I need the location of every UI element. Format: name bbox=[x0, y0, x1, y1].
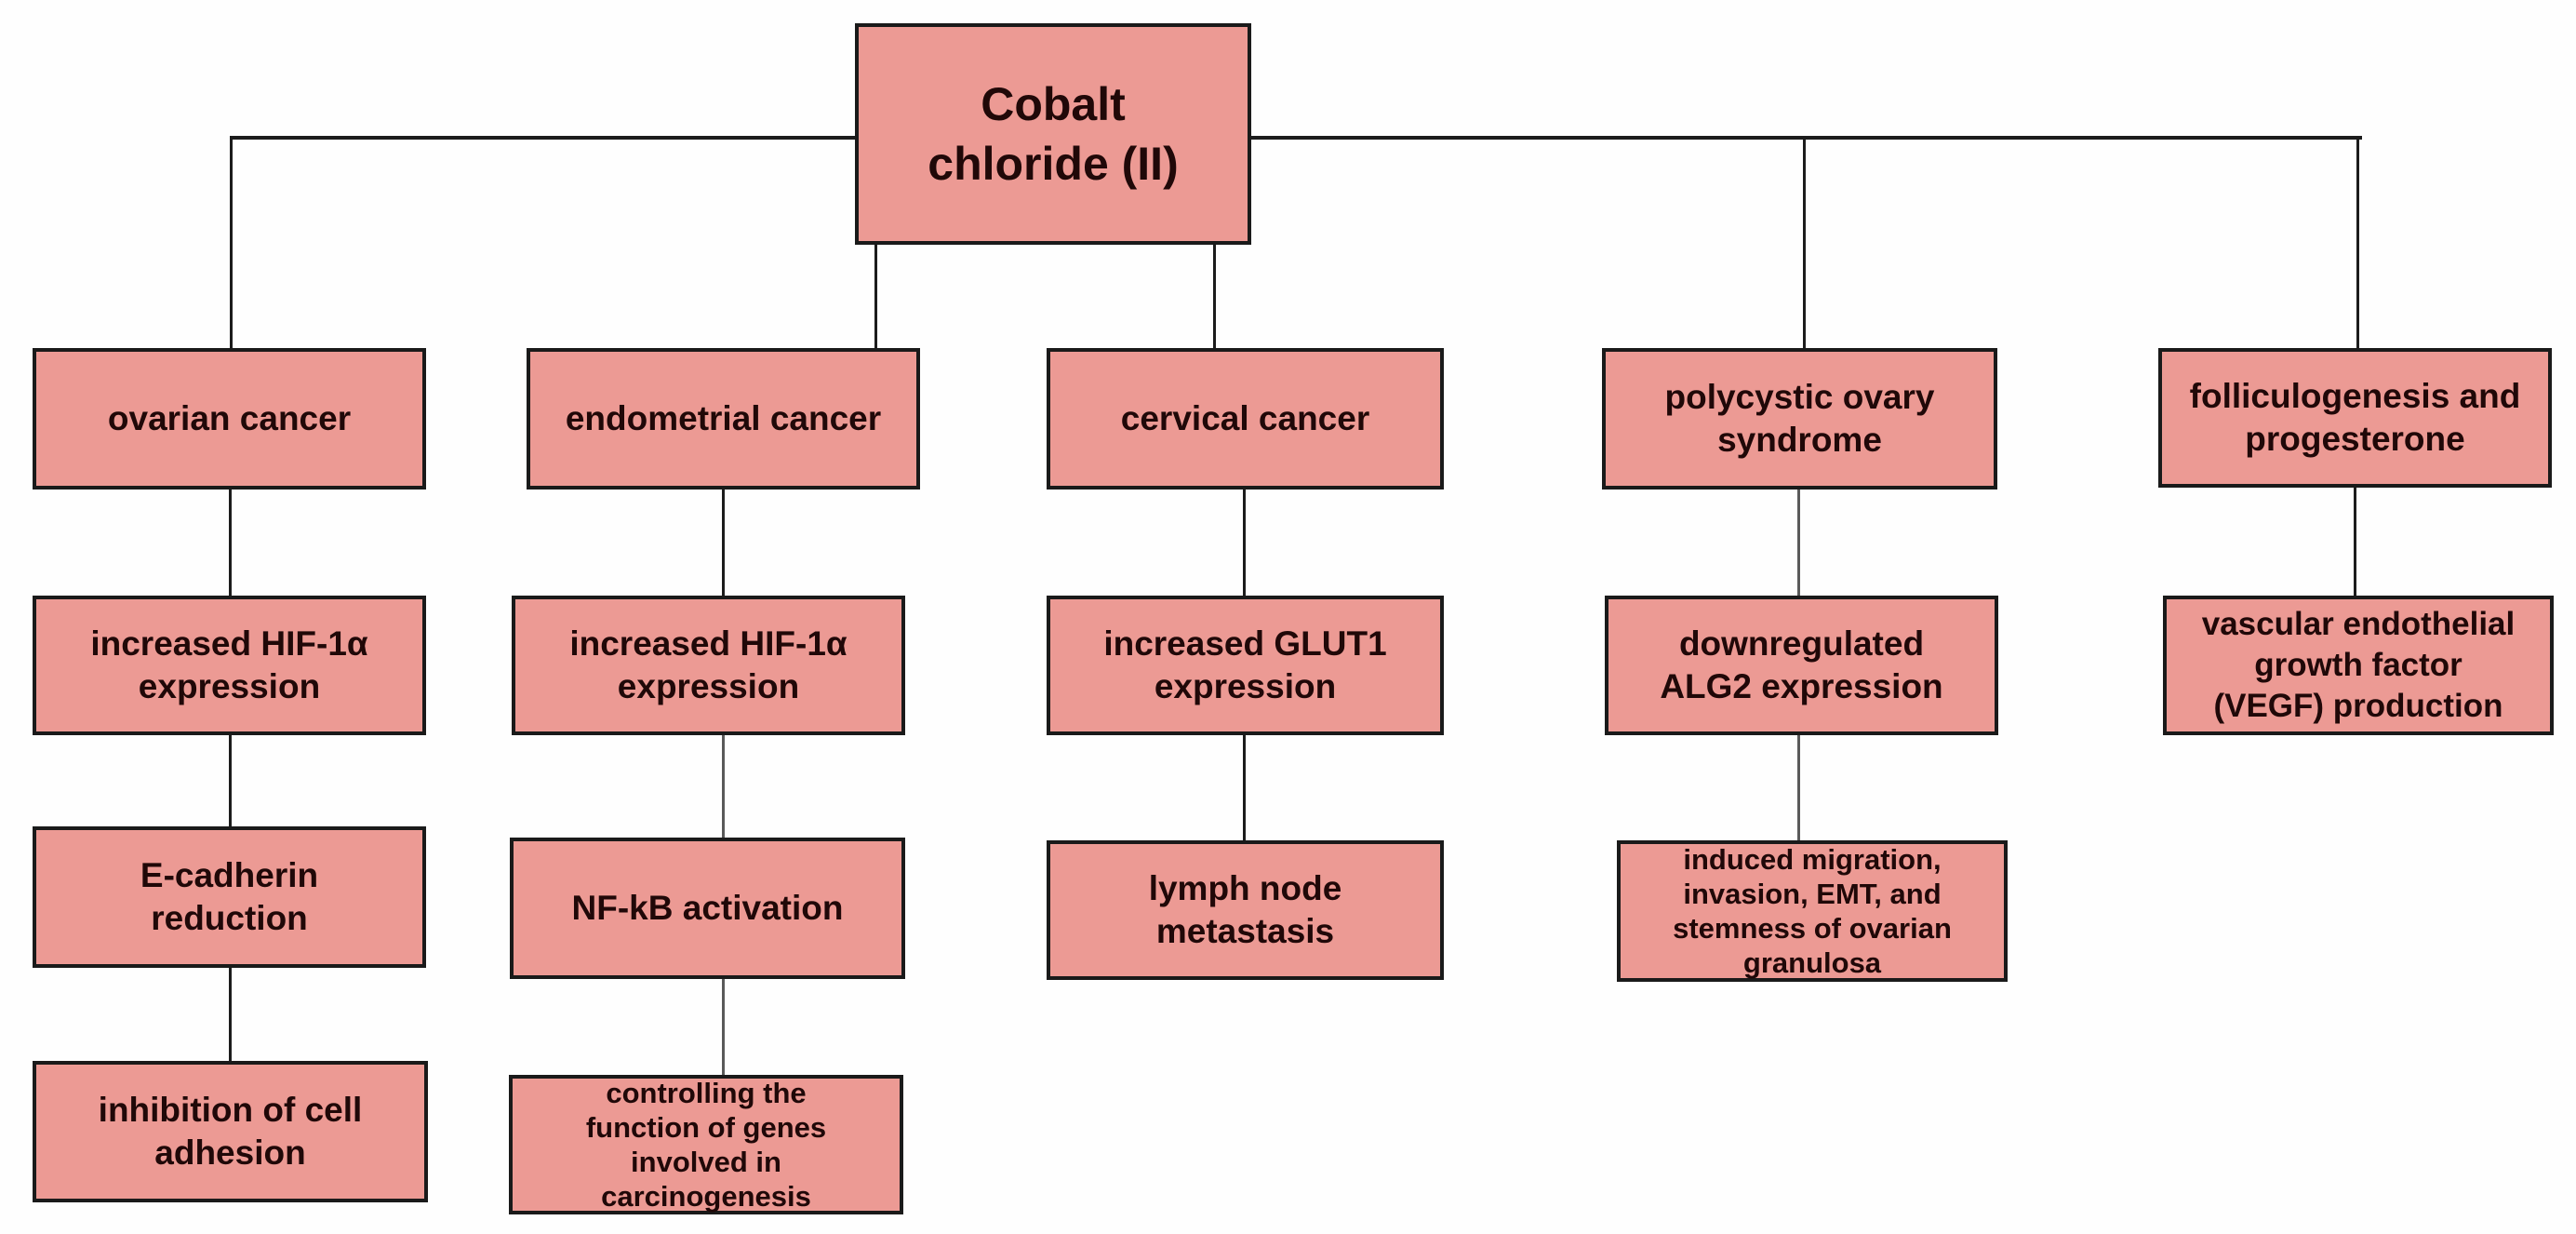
node-increased-glut1-expression: increased GLUT1 expression bbox=[1047, 596, 1444, 735]
connector-alg2-to-migration bbox=[1797, 735, 1800, 840]
connector-endometrial-to-hif1a bbox=[722, 490, 725, 596]
connector-trunk-horizontal bbox=[232, 136, 2362, 140]
node-downregulated-alg2-expression: downregulated ALG2 expression bbox=[1605, 596, 1998, 735]
node-controlling-genes-carcinogenesis: controlling the function of genes involv… bbox=[509, 1075, 903, 1214]
node-endometrial-cancer: endometrial cancer bbox=[527, 348, 920, 490]
connector-polycystic-to-alg2 bbox=[1797, 490, 1800, 596]
connector-drop-ovarian bbox=[230, 136, 233, 348]
connector-drop-cervical bbox=[1213, 245, 1216, 348]
node-cobalt-chloride: Cobalt chloride (II) bbox=[855, 23, 1251, 245]
node-cervical-cancer: cervical cancer bbox=[1047, 348, 1444, 490]
connector-hif1a-to-nfkb bbox=[722, 735, 725, 838]
node-nf-kb-activation: NF-kB activation bbox=[510, 838, 905, 979]
node-induced-migration-invasion-emt: induced migration, invasion, EMT, and st… bbox=[1617, 840, 2008, 982]
connector-ovarian-to-hif1a bbox=[229, 490, 232, 596]
node-lymph-node-metastasis: lymph node metastasis bbox=[1047, 840, 1444, 980]
node-folliculogenesis-progesterone: folliculogenesis and progesterone bbox=[2158, 348, 2552, 488]
connector-ecadherin-to-adhesion bbox=[229, 968, 232, 1061]
node-increased-hif1a-expression-endometrial: increased HIF-1α expression bbox=[512, 596, 905, 735]
connector-drop-polycystic bbox=[1803, 136, 1806, 348]
connector-folliculogenesis-to-vegf bbox=[2354, 488, 2356, 596]
node-inhibition-of-cell-adhesion: inhibition of cell adhesion bbox=[33, 1061, 428, 1202]
node-ovarian-cancer: ovarian cancer bbox=[33, 348, 426, 490]
connector-hif1a-to-ecadherin bbox=[229, 735, 232, 826]
node-polycystic-ovary-syndrome: polycystic ovary syndrome bbox=[1602, 348, 1997, 490]
node-e-cadherin-reduction: E-cadherin reduction bbox=[33, 826, 426, 968]
connector-nfkb-to-genes bbox=[722, 979, 725, 1075]
connector-drop-folliculogenesis bbox=[2356, 136, 2359, 348]
node-increased-hif1a-expression-ovarian: increased HIF-1α expression bbox=[33, 596, 426, 735]
node-vegf-production: vascular endothelial growth factor (VEGF… bbox=[2163, 596, 2554, 735]
connector-drop-endometrial bbox=[874, 245, 877, 348]
connector-cervical-to-glut1 bbox=[1243, 490, 1246, 596]
connector-glut1-to-lymph bbox=[1243, 735, 1246, 840]
